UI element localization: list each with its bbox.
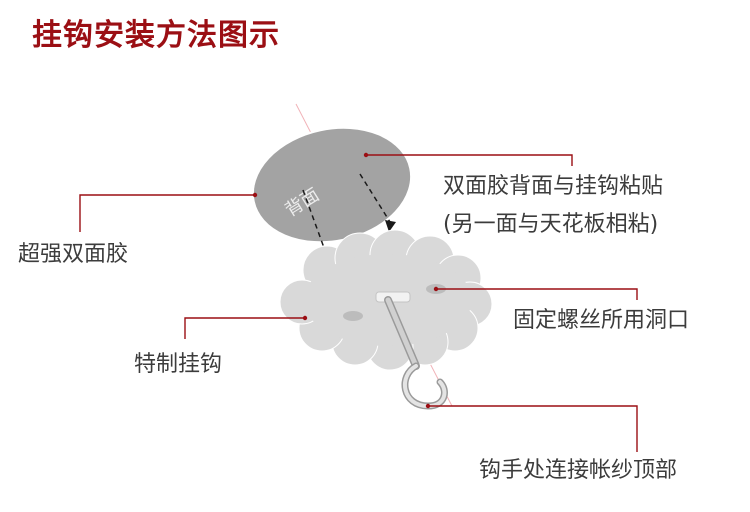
callout-double-tape: 超强双面胶 [18,242,129,267]
leader-adhesive-back [366,154,573,166]
callout-hook-use: 钩手处连接帐纱顶部 [479,458,678,483]
arrow-left [302,189,328,257]
arrow-right [359,173,391,223]
arrow-right-head [385,220,396,232]
leader-double-tape [79,194,255,232]
callout-adhesive-back-sub: (另一面与天花板相粘) [443,212,659,237]
callout-special-hook: 特制挂钩 [134,352,223,377]
hook-slot [375,291,411,303]
leader-dots [252,152,439,409]
leader-special-hook [184,317,305,339]
callout-adhesive-back: 双面胶背面与挂钩粘贴 [443,174,664,199]
leader-hook-use [428,405,638,452]
left-hole [343,311,363,321]
page-title: 挂钩安装方法图示 [32,18,280,53]
leader-lines [79,154,638,452]
callout-screw-hole: 固定螺丝所用洞口 [513,308,690,333]
leader-screw-hole [436,288,638,300]
